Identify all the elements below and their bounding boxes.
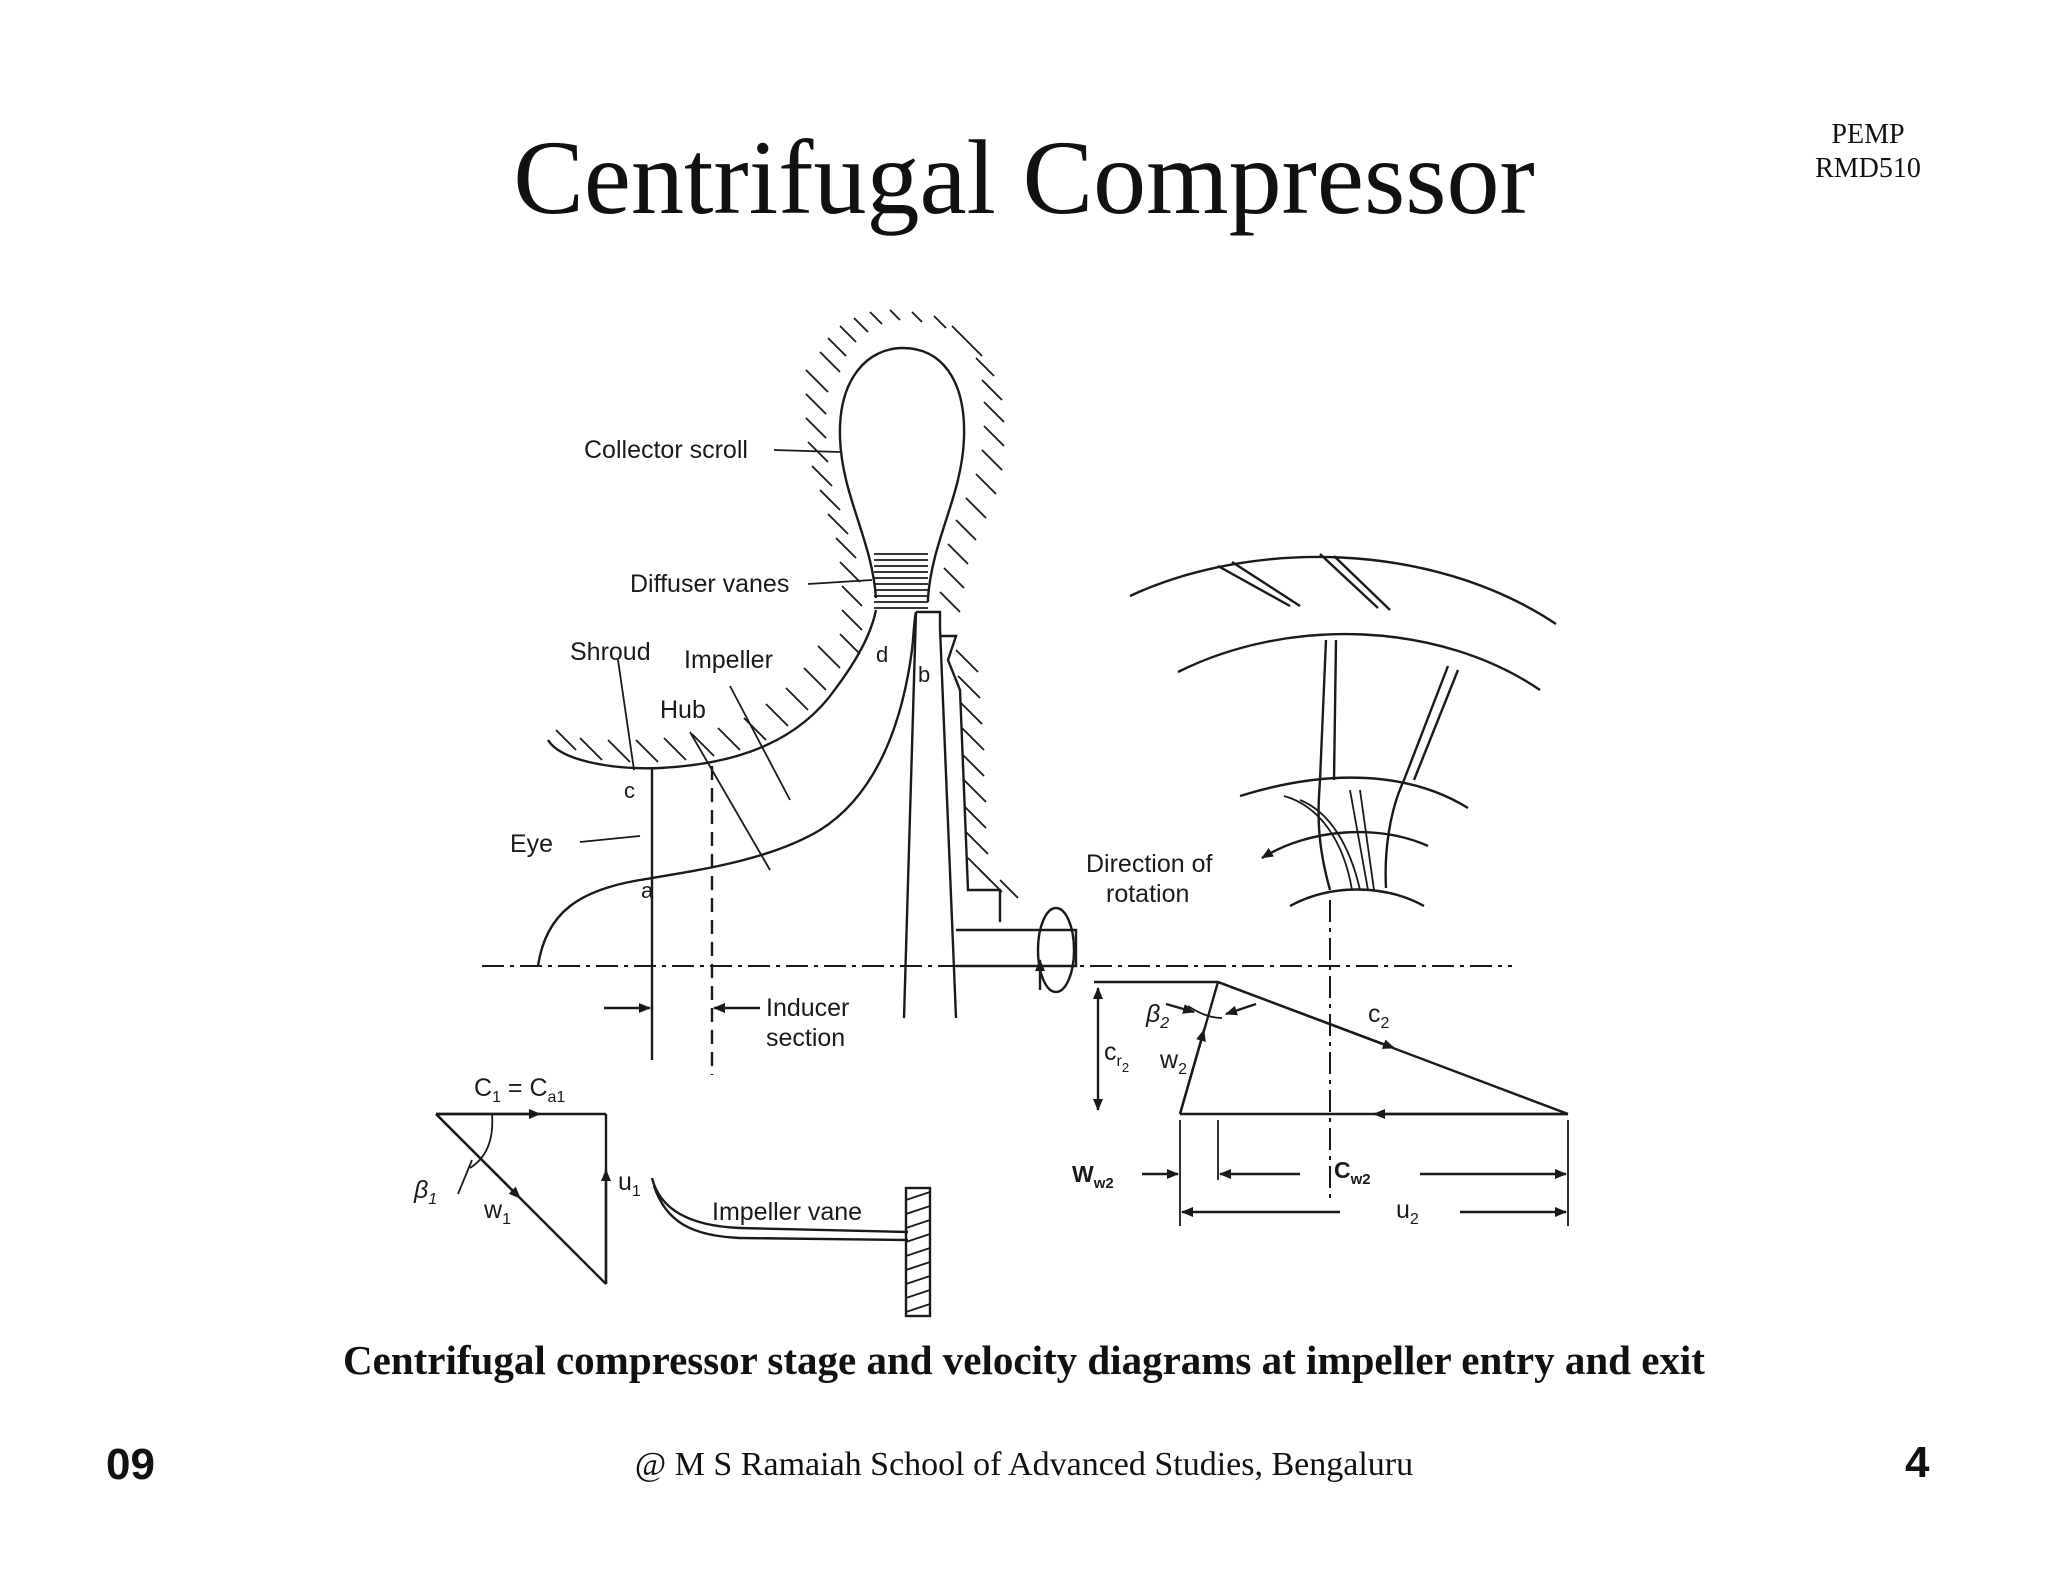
stage-section — [536, 309, 1078, 1318]
label-c1: C1 = Ca1 — [474, 1074, 565, 1106]
course-code-line2: RMD510 — [1815, 153, 1921, 184]
vane-root-hatching — [905, 1191, 931, 1313]
label-ww2: Ww2 — [1072, 1161, 1114, 1192]
label-c2: c2 — [1368, 1000, 1390, 1032]
footer-credit: @ M S Ramaiah School of Advanced Studies… — [634, 1446, 1414, 1483]
label-hub: Hub — [660, 696, 706, 724]
rotation-arrow — [1261, 830, 1429, 860]
backplate-line — [902, 611, 918, 1019]
impeller-exit-tip — [916, 610, 942, 628]
figure-caption: Centrifugal compressor stage and velocit… — [343, 1337, 1705, 1383]
label-impeller-vane: Impeller vane — [712, 1198, 862, 1226]
label-beta2: β2 — [1145, 1000, 1169, 1032]
label-point-b: b — [918, 662, 930, 687]
outlet-velocity-triangle — [1093, 980, 1569, 1226]
label-diffuser-vanes: Diffuser vanes — [630, 570, 789, 598]
course-code: PEMP RMD510 — [1788, 118, 1948, 186]
label-beta1: β1 — [413, 1176, 437, 1208]
label-cw2: Cw2 — [1334, 1157, 1371, 1188]
label-direction-2: rotation — [1106, 880, 1189, 908]
label-eye: Eye — [510, 830, 553, 858]
shroud-hatching — [555, 645, 841, 763]
label-shroud: Shroud — [570, 638, 651, 666]
label-inducer-2: section — [766, 1024, 845, 1052]
backplate-line-2 — [938, 627, 958, 1019]
impeller-front-view — [1129, 553, 1557, 1200]
label-cr2: cr2 — [1104, 1038, 1129, 1075]
label-w1: w1 — [483, 1196, 511, 1228]
rotation-ring — [1036, 906, 1076, 994]
hub-curve — [536, 611, 918, 967]
label-impeller: Impeller — [684, 646, 773, 674]
casing-hatching — [955, 649, 1019, 899]
course-code-line1: PEMP — [1831, 119, 1905, 150]
label-point-d: d — [876, 642, 888, 667]
collector-scroll-outline — [838, 346, 966, 602]
inlet-velocity-triangle — [435, 1109, 611, 1285]
leader-lines — [579, 449, 873, 871]
footer-left-number: 09 — [106, 1440, 155, 1489]
label-point-c: c — [624, 778, 635, 803]
label-w2: w2 — [1159, 1046, 1187, 1078]
label-u1: u1 — [618, 1168, 641, 1200]
scroll-hatching — [805, 309, 1005, 655]
diffuser-vanes-stack — [874, 553, 928, 609]
page-number: 4 — [1905, 1438, 1930, 1487]
casing-back-wall — [940, 634, 1002, 922]
label-point-a: a — [641, 878, 654, 903]
shroud-wall — [546, 609, 878, 770]
label-collector-scroll: Collector scroll — [584, 436, 748, 464]
label-inducer-1: Inducer — [766, 994, 849, 1022]
label-direction-1: Direction of — [1086, 850, 1212, 878]
label-u2: u2 — [1396, 1196, 1419, 1228]
shaft — [956, 928, 1078, 968]
page-title: Centrifugal Compressor — [513, 119, 1535, 236]
vane-root — [904, 1186, 932, 1318]
